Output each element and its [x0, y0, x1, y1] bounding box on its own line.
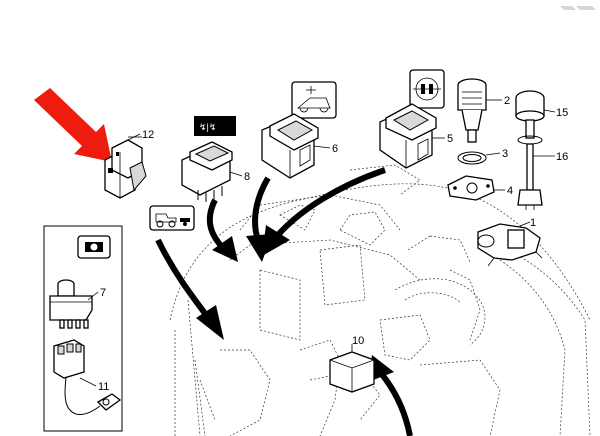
highlight-arrow: [34, 88, 112, 162]
sensor-2-3-4: [447, 78, 495, 201]
callout-3: 3: [502, 148, 508, 160]
part-1: [477, 223, 543, 267]
callout-2: 2: [504, 95, 510, 107]
switch-12: [104, 133, 147, 199]
switch-5: [379, 69, 445, 169]
callout-11: 11: [98, 381, 109, 393]
callout-16: 16: [556, 151, 568, 163]
pointer-arrows: [155, 167, 413, 436]
callout-1: 1: [530, 217, 536, 229]
svg-text:↯|↯: ↯|↯: [199, 122, 216, 132]
pto-switch-symbol: [194, 116, 236, 136]
callout-7: 7: [100, 287, 106, 299]
relay-10: [329, 351, 375, 393]
front-loader-symbol: [291, 81, 337, 119]
switch-6: [261, 81, 337, 179]
callout-5: 5: [447, 133, 453, 145]
callout-10: 10: [352, 335, 364, 347]
switch-8: ↯|↯: [181, 116, 236, 202]
leader-lines: [79, 99, 556, 387]
callout-4: 4: [507, 185, 513, 197]
tractor-trailer-symbol: [149, 205, 195, 231]
callout-8: 8: [244, 171, 250, 183]
sensor-15-16: [515, 90, 545, 210]
callout-labels: 1 2 3 4 5 6 7 8 10 11 12 15 16: [98, 95, 568, 393]
inset-box: [43, 225, 123, 432]
callout-12: 12: [142, 129, 154, 141]
callout-6: 6: [332, 143, 338, 155]
watermark: [560, 6, 596, 10]
callout-15: 15: [556, 107, 568, 119]
